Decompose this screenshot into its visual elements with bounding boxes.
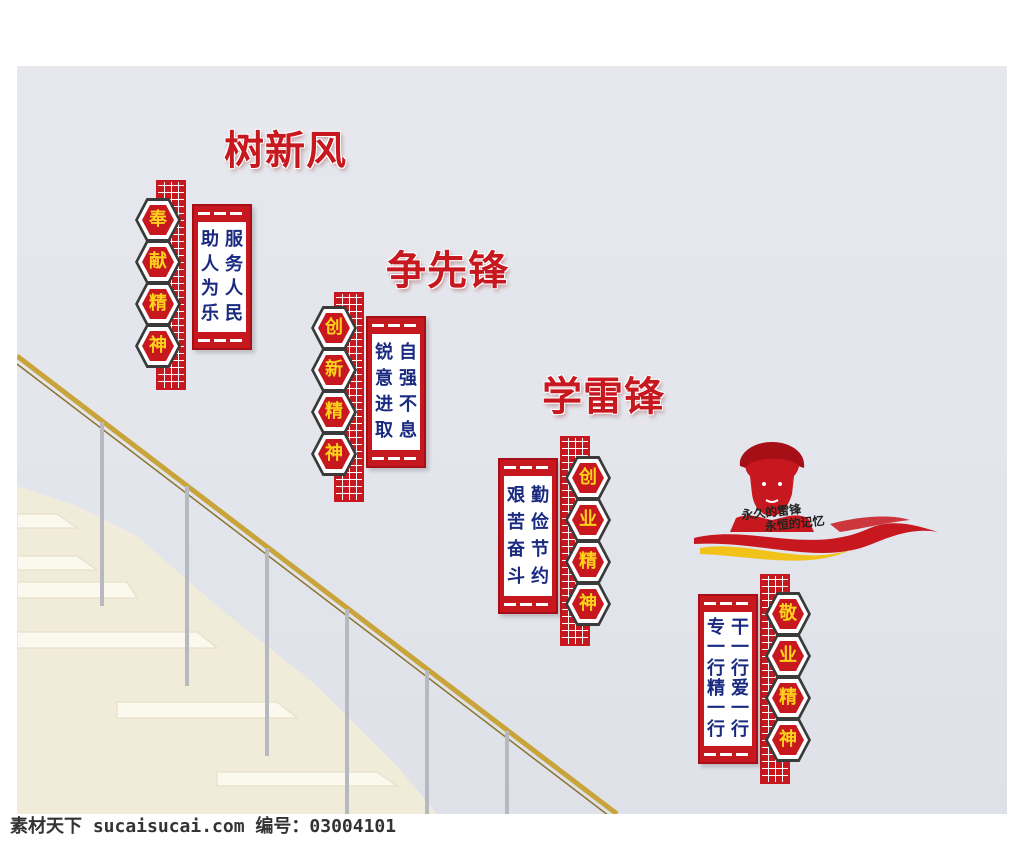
hex-badge-column: 敬 业 精 神 bbox=[764, 592, 812, 762]
slogan-char: 专 bbox=[707, 617, 725, 639]
hex-char: 神 bbox=[142, 331, 174, 361]
slogan-char: 一 bbox=[707, 637, 725, 659]
hex-char: 神 bbox=[772, 725, 804, 755]
slogan-char: 苦 bbox=[507, 511, 525, 533]
heading-xue-lei-feng: 学雷锋 bbox=[542, 374, 665, 420]
slogan-char: 强 bbox=[399, 368, 417, 389]
lei-feng-emblem: 永久的雷锋 永恒的记忆 bbox=[690, 436, 940, 566]
hex-char: 创 bbox=[318, 313, 350, 343]
slogan-char: 一 bbox=[707, 698, 725, 720]
slogan-char: 锐 bbox=[375, 342, 393, 363]
slogan-panel: 自强不息 锐意进取 bbox=[366, 316, 426, 468]
slogan-char: 自 bbox=[399, 342, 417, 363]
slogan-char: 不 bbox=[399, 394, 417, 415]
slogan-char: 服 bbox=[225, 229, 243, 251]
staircase-illustration bbox=[17, 354, 619, 814]
slogan-panel: 干一行爱一行 专一行精一行 bbox=[698, 594, 758, 764]
hex-char: 业 bbox=[772, 641, 804, 671]
slogan-char: 奋 bbox=[507, 538, 525, 560]
hex-char: 献 bbox=[142, 247, 174, 277]
slogan-panel: 勤俭节约 艰苦奋斗 bbox=[498, 458, 558, 614]
slogan-char: 行 bbox=[731, 657, 749, 679]
hex-char: 创 bbox=[572, 463, 604, 493]
slogan-panel: 服务人民 助人为乐 bbox=[192, 204, 252, 350]
slogan-char: 节 bbox=[531, 538, 549, 560]
slogan-char: 约 bbox=[531, 565, 549, 587]
slogan-char: 为 bbox=[201, 278, 219, 300]
hex-char: 精 bbox=[772, 683, 804, 713]
slogan-char: 息 bbox=[399, 420, 417, 441]
hex-char: 奉 bbox=[142, 205, 174, 235]
slogan-char: 行 bbox=[731, 718, 749, 740]
slogan-char: 务 bbox=[225, 253, 243, 275]
slogan-char: 乐 bbox=[201, 302, 219, 324]
hex-badge-column: 奉 献 精 神 bbox=[134, 198, 182, 368]
slogan-char: 一 bbox=[731, 637, 749, 659]
hex-char: 敬 bbox=[772, 599, 804, 629]
slogan-char: 干 bbox=[731, 617, 749, 639]
hex-char: 精 bbox=[318, 397, 350, 427]
hex-char: 精 bbox=[142, 289, 174, 319]
slogan-char: 助 bbox=[201, 229, 219, 251]
slogan-char: 俭 bbox=[531, 511, 549, 533]
slogan-char: 行 bbox=[707, 718, 725, 740]
hex-char: 新 bbox=[318, 355, 350, 385]
slogan-char: 精 bbox=[707, 678, 725, 700]
hex-char: 业 bbox=[572, 505, 604, 535]
hex-badge-column: 创 业 精 神 bbox=[564, 456, 612, 626]
slogan-char: 进 bbox=[375, 394, 393, 415]
slogan-char: 行 bbox=[707, 657, 725, 679]
portrait-ribbon-graphic bbox=[694, 442, 938, 561]
watermark-text: 素材天下 sucaisucai.com 编号：03004101 bbox=[10, 816, 397, 837]
heading-zheng-xian-feng: 争先锋 bbox=[386, 248, 509, 294]
slogan-char: 勤 bbox=[531, 484, 549, 506]
slogan-char: 斗 bbox=[507, 565, 525, 587]
heading-shu-xin-feng: 树新风 bbox=[224, 128, 347, 174]
slogan-char: 人 bbox=[201, 253, 219, 275]
hex-badge-column: 创 新 精 神 bbox=[310, 306, 358, 476]
hex-char: 精 bbox=[572, 547, 604, 577]
hex-char: 神 bbox=[572, 589, 604, 619]
hex-char: 神 bbox=[318, 439, 350, 469]
slogan-char: 一 bbox=[731, 698, 749, 720]
slogan-char: 取 bbox=[375, 420, 393, 441]
slogan-char: 意 bbox=[375, 368, 393, 389]
slogan-char: 爱 bbox=[731, 678, 749, 700]
slogan-char: 民 bbox=[225, 302, 243, 324]
slogan-char: 人 bbox=[225, 278, 243, 300]
slogan-char: 艰 bbox=[507, 484, 525, 506]
